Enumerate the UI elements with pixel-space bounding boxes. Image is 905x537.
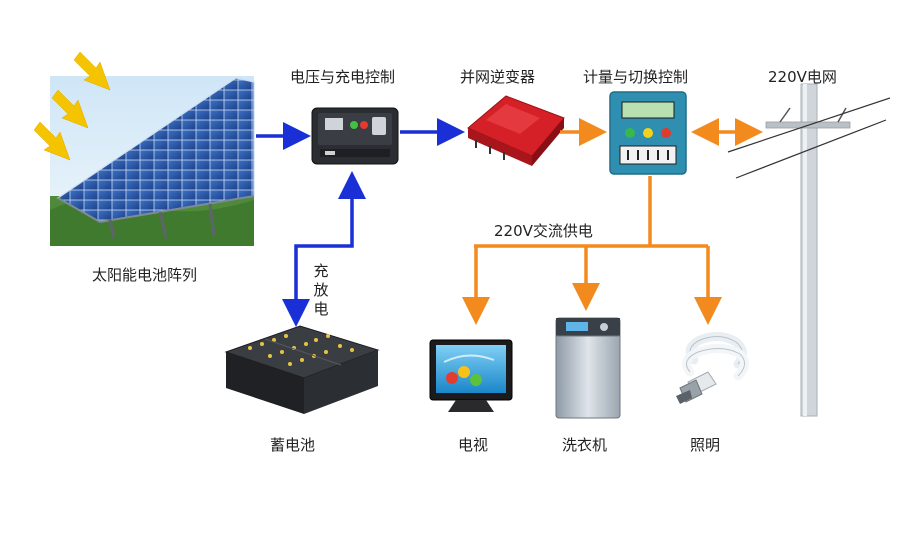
meter-box-icon <box>609 91 687 175</box>
label-meter-switch: 计量与切换控制 <box>583 68 689 86</box>
ac-flow-arrows <box>462 118 763 325</box>
utility-pole-icon <box>727 83 891 417</box>
tv-icon <box>429 339 513 412</box>
inverter-icon <box>467 95 565 166</box>
dc-flow-arrows <box>256 118 465 327</box>
label-charge-discharge: 充放电 <box>313 262 329 318</box>
washing-machine-icon <box>555 317 621 419</box>
charge-controller-icon <box>311 107 399 165</box>
label-tv: 电视 <box>458 436 489 454</box>
label-charge-controller: 电压与充电控制 <box>290 68 396 86</box>
sunlight-arrows-icon <box>33 51 111 161</box>
label-solar-array: 太阳能电池阵列 <box>92 266 198 284</box>
arrow-battery-charge-discharge <box>282 171 366 327</box>
label-grid: 220V电网 <box>768 68 837 86</box>
label-battery: 蓄电池 <box>270 436 316 454</box>
label-washer: 洗衣机 <box>562 436 608 454</box>
label-lighting: 照明 <box>690 436 721 454</box>
label-grid-inverter: 并网逆变器 <box>460 68 536 86</box>
label-ac-supply: 220V交流供电 <box>494 222 593 240</box>
battery-bank-icon <box>224 325 380 414</box>
solar-panel-icon <box>50 76 255 246</box>
cfl-bulb-icon <box>676 332 749 404</box>
